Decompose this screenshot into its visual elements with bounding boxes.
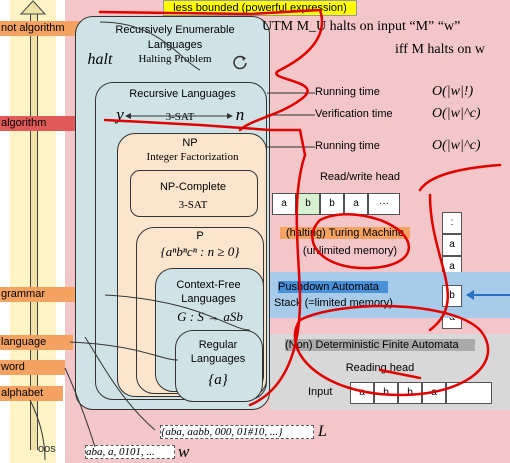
- loop-icon: [233, 55, 247, 70]
- input-label: Input: [308, 386, 333, 398]
- recursive-title: Recursive Languages: [129, 88, 236, 100]
- stack-cell: :: [442, 212, 462, 234]
- time-value-1: O(|w|^c): [432, 106, 481, 121]
- regular-title: Regular Languages: [190, 339, 246, 365]
- bottom-fragment-text: oos: [38, 443, 56, 455]
- yes-no-arrow: [125, 113, 233, 119]
- time-label-1: Verification time: [315, 108, 393, 120]
- language-set: {aba, aabb, 000, 01#10, ...}: [160, 425, 314, 439]
- turing-machine-sub: (unlimited memory): [302, 245, 398, 257]
- label-language: language: [0, 335, 73, 350]
- axis-arrow-head-icon: [20, 0, 46, 15]
- regular-box: [175, 330, 263, 402]
- p-title: P: [196, 230, 204, 242]
- utm-line-1: UTM M_U halts on input “M” “w”: [262, 19, 461, 34]
- np-title: NP: [182, 137, 198, 149]
- label-alphabet: alphabet: [0, 386, 63, 401]
- reading-head-label: Reading head: [345, 362, 415, 374]
- fa-label: (Non) Deterministic Finite Automata: [285, 339, 475, 351]
- re-title: Recursively Enumerable Languages: [115, 24, 235, 51]
- tape-cell: b: [320, 193, 344, 215]
- tape-cell: ···: [368, 193, 400, 215]
- word-set: aba, a, 0101, ...: [85, 445, 175, 459]
- utm-line-2: iff M halts on w: [395, 42, 485, 57]
- stack-pointer-arrow: [466, 290, 510, 300]
- 3sat-label-recursive: 3-SAT: [165, 111, 195, 123]
- stack-cell: a: [442, 234, 462, 256]
- time-label-2: Running time: [315, 140, 380, 152]
- 3sat-label-npc: 3-SAT: [178, 199, 208, 211]
- yes-label: y: [116, 105, 124, 124]
- pda-label: Pushdown Automata: [278, 281, 388, 293]
- read-write-head-label: Read/write head: [319, 171, 401, 183]
- integer-factorization-label: Integer Factorization: [146, 151, 239, 163]
- np-complete-title: NP-Complete: [159, 181, 227, 193]
- regular-example: {a}: [208, 372, 228, 388]
- time-label-0: Running time: [315, 86, 380, 98]
- p-example: {aⁿbⁿcⁿ : n ≥ 0}: [160, 244, 240, 259]
- hierarchy-axis-arrow: [30, 10, 38, 450]
- np-complete-box: [130, 170, 258, 217]
- input-cell-empty: [446, 382, 492, 404]
- tape-cell: a: [272, 193, 296, 215]
- context-free-title: Context-Free Languages: [176, 279, 241, 305]
- language-symbol: L: [318, 423, 327, 440]
- time-value-0: O(|w|!): [432, 84, 474, 99]
- word-symbol: w: [178, 442, 190, 461]
- halting-problem-label: Halting Problem: [138, 53, 212, 65]
- label-word: word: [0, 360, 65, 375]
- time-value-2: O(|w|^c): [432, 138, 481, 153]
- red-scribble: [98, 8, 502, 407]
- no-label: n: [235, 105, 245, 124]
- halt-label: halt: [87, 51, 113, 68]
